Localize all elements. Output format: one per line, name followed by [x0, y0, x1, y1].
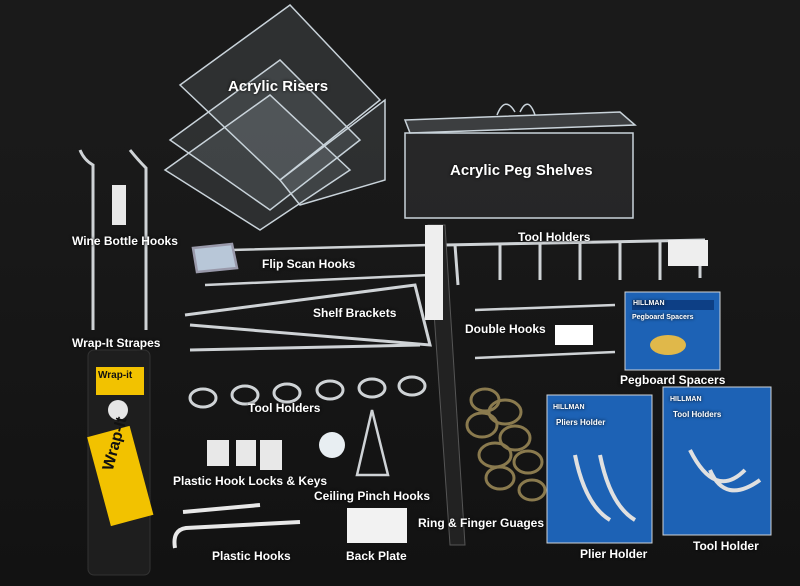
- flip-scan-hooks-item: [191, 242, 431, 287]
- wrap-it-strap-item: [87, 349, 154, 576]
- ceiling-pinch-hooks-item: [319, 409, 390, 477]
- acrylic-risers-item: [163, 4, 386, 231]
- label-tool-holders-middle: Tool Holders: [248, 401, 321, 415]
- acrylic-peg-shelves-item: [403, 103, 637, 219]
- plier-holder-package: [546, 394, 653, 544]
- tool-holder-package: [662, 386, 772, 536]
- wrap-it-small-text: Wrap-it: [98, 370, 133, 381]
- plastic-hook-locks-item: [207, 440, 282, 470]
- finger-gauge-item: [425, 224, 466, 546]
- label-acrylic-risers: Acrylic Risers: [228, 78, 329, 95]
- hillman-brand-tool: HILLMAN: [670, 396, 702, 403]
- back-plate-item: [347, 508, 407, 543]
- label-double-hooks: Double Hooks: [465, 322, 546, 336]
- wine-bottle-hooks-item: [78, 149, 148, 330]
- shelf-brackets-item: [184, 283, 432, 347]
- plastic-hooks-item: [172, 503, 301, 549]
- label-pegboard-spacers: Pegboard Spacers: [620, 373, 726, 387]
- label-plastic-hook-locks: Plastic Hook Locks & Keys: [173, 474, 328, 488]
- plier-package-title: Pliers Holder: [556, 418, 606, 427]
- label-ring-finger-gauges: Ring & Finger Guages: [418, 516, 545, 530]
- tool-holders-middle-item: [188, 343, 427, 409]
- label-ceiling-pinch-hooks: Ceiling Pinch Hooks: [314, 489, 431, 503]
- label-plier-holder: Plier Holder: [580, 547, 648, 561]
- pegboard-spacers-package: [624, 291, 721, 371]
- label-tool-holders-top: Tool Holders: [518, 230, 591, 244]
- label-shelf-brackets: Shelf Brackets: [313, 306, 397, 320]
- label-wine-bottle-hooks: Wine Bottle Hooks: [72, 234, 178, 248]
- background-wall: [0, 0, 800, 120]
- ring-gauges-item: [465, 387, 547, 502]
- label-tool-holder: Tool Holder: [693, 539, 759, 553]
- double-hooks-item: [474, 303, 616, 360]
- hillman-brand-plier: HILLMAN: [553, 404, 585, 411]
- hillman-brand-spacers: HILLMAN: [633, 300, 665, 307]
- label-back-plate: Back Plate: [346, 549, 407, 563]
- tool-package-title: Tool Holders: [673, 410, 722, 419]
- label-wrap-it-strapes: Wrap-It Strapes: [72, 336, 161, 350]
- label-plastic-hooks: Plastic Hooks: [212, 549, 291, 563]
- tool-holders-top-item: [444, 238, 708, 286]
- label-acrylic-peg-shelves: Acrylic Peg Shelves: [450, 162, 593, 179]
- spacers-package-title: Pegboard Spacers: [632, 314, 694, 321]
- label-flip-scan-hooks: Flip Scan Hooks: [262, 257, 356, 271]
